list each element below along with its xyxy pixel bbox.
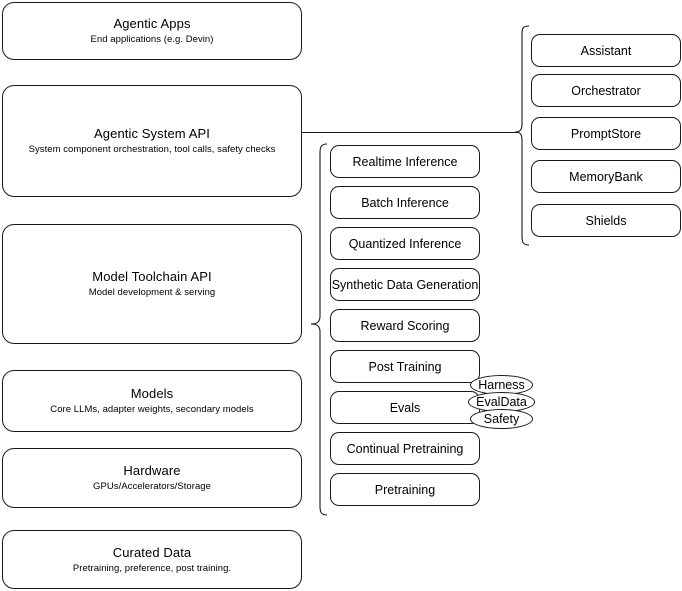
- capability-box-reward-scoring[interactable]: Reward Scoring: [330, 309, 480, 342]
- pill-evaldata[interactable]: EvalData: [468, 392, 535, 412]
- layer-subtitle: Pretraining, preference, post training.: [72, 562, 232, 574]
- component-box-memorybank[interactable]: MemoryBank: [531, 160, 681, 193]
- component-box-promptstore[interactable]: PromptStore: [531, 117, 681, 150]
- capability-box-quantized-inference[interactable]: Quantized Inference: [330, 227, 480, 260]
- layer-title: Model Toolchain API: [92, 269, 212, 284]
- capability-label: Pretraining: [374, 482, 436, 497]
- capability-box-post-training[interactable]: Post Training: [330, 350, 480, 383]
- layer-subtitle: Model development & serving: [88, 287, 216, 298]
- layer-subtitle: System component orchestration, tool cal…: [28, 144, 276, 155]
- capability-label: Reward Scoring: [360, 318, 450, 333]
- layer-title: Agentic Apps: [113, 16, 191, 31]
- component-box-assistant[interactable]: Assistant: [531, 34, 681, 67]
- capability-box-realtime-inference[interactable]: Realtime Inference: [330, 145, 480, 178]
- capability-label: Quantized Inference: [348, 236, 462, 251]
- capability-box-pretraining[interactable]: Pretraining: [330, 473, 480, 506]
- connector-system-api-to-components: [302, 132, 518, 133]
- capability-box-batch-inference[interactable]: Batch Inference: [330, 186, 480, 219]
- layer-subtitle: GPUs/Accelerators/Storage: [93, 481, 211, 492]
- layer-box-hardware[interactable]: Hardware GPUs/Accelerators/Storage: [2, 448, 302, 508]
- capability-label: Batch Inference: [361, 195, 449, 210]
- capability-label: Post Training: [368, 359, 442, 374]
- capability-label: Synthetic Data Generation: [331, 277, 479, 292]
- brace-toolchain-capabilities: [310, 142, 328, 518]
- layer-title: Agentic System API: [94, 126, 210, 141]
- pill-label: Safety: [483, 412, 520, 426]
- layer-box-curated-data[interactable]: Curated Data Pretraining, preference, po…: [2, 530, 302, 589]
- layer-box-agentic-system-api[interactable]: Agentic System API System component orch…: [2, 85, 302, 197]
- layer-title: Hardware: [123, 463, 181, 478]
- brace-system-components: [514, 24, 530, 248]
- capability-box-evals[interactable]: Evals: [330, 391, 480, 424]
- component-label: Shields: [585, 213, 627, 228]
- layer-subtitle: End applications (e.g. Devin): [90, 34, 214, 45]
- capability-box-continual-pretraining[interactable]: Continual Pretraining: [330, 432, 480, 465]
- layer-box-model-toolchain-api[interactable]: Model Toolchain API Model development & …: [2, 224, 302, 344]
- capability-label: Realtime Inference: [352, 154, 458, 169]
- component-label: Assistant: [580, 43, 632, 58]
- pill-safety[interactable]: Safety: [470, 409, 533, 429]
- capability-box-synthetic-data-generation[interactable]: Synthetic Data Generation: [330, 268, 480, 301]
- layer-title: Curated Data: [112, 544, 192, 560]
- component-box-orchestrator[interactable]: Orchestrator: [531, 74, 681, 107]
- layer-box-models[interactable]: Models Core LLMs, adapter weights, secon…: [2, 370, 302, 432]
- capability-label: Continual Pretraining: [346, 441, 464, 456]
- capability-label: Evals: [389, 400, 421, 415]
- pill-label: EvalData: [476, 395, 527, 409]
- component-label: PromptStore: [570, 126, 642, 141]
- layer-title: Models: [130, 386, 174, 401]
- component-box-shields[interactable]: Shields: [531, 204, 681, 237]
- component-label: MemoryBank: [569, 169, 643, 184]
- layer-box-agentic-apps[interactable]: Agentic Apps End applications (e.g. Devi…: [2, 2, 302, 60]
- component-label: Orchestrator: [571, 83, 641, 98]
- layer-subtitle: Core LLMs, adapter weights, secondary mo…: [50, 404, 254, 415]
- pill-label: Harness: [478, 378, 525, 392]
